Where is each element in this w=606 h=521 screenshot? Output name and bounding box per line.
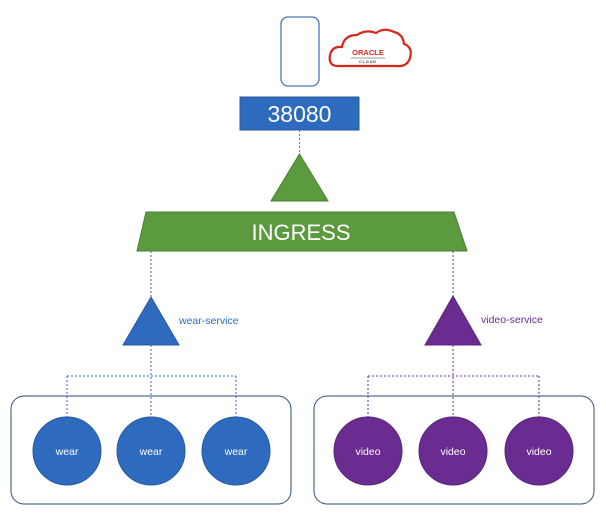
oracle-cloud-logo-icon: ORACLE CLOUD	[328, 28, 412, 68]
video-fanout-connectors	[367, 345, 540, 418]
wear-pod-3-label: wear	[224, 446, 248, 458]
port-label: 38080	[268, 101, 332, 127]
video-pod-2	[418, 416, 488, 486]
oracle-logo-text: ORACLE	[352, 48, 384, 57]
ingress-label: INGRESS	[251, 220, 350, 245]
wear-service-label: wear-service	[178, 315, 239, 327]
wear-pod-2-label: wear	[139, 446, 163, 458]
video-pod-1-label: video	[355, 446, 380, 458]
wear-pod-1	[32, 416, 102, 486]
video-service-label: video-service	[481, 314, 543, 326]
wear-pod-1-label: wear	[55, 446, 79, 458]
wear-pod-2	[116, 416, 186, 486]
video-pod-2-label: video	[440, 446, 465, 458]
video-pod-3-label: video	[526, 446, 551, 458]
video-service-triangle-icon	[424, 294, 482, 346]
wear-service-triangle-icon	[122, 296, 180, 346]
wear-fanout-connectors	[66, 345, 237, 418]
video-pod-1	[333, 416, 403, 486]
oracle-cloud-subtext: CLOUD	[359, 60, 377, 64]
wear-pod-group	[10, 395, 292, 505]
ingress-bar	[136, 211, 468, 252]
wear-pod-3	[201, 416, 271, 486]
ingress-triangle-icon	[270, 153, 329, 202]
video-pod-group	[313, 395, 595, 505]
video-pod-3	[504, 416, 574, 486]
device-icon	[280, 16, 320, 87]
